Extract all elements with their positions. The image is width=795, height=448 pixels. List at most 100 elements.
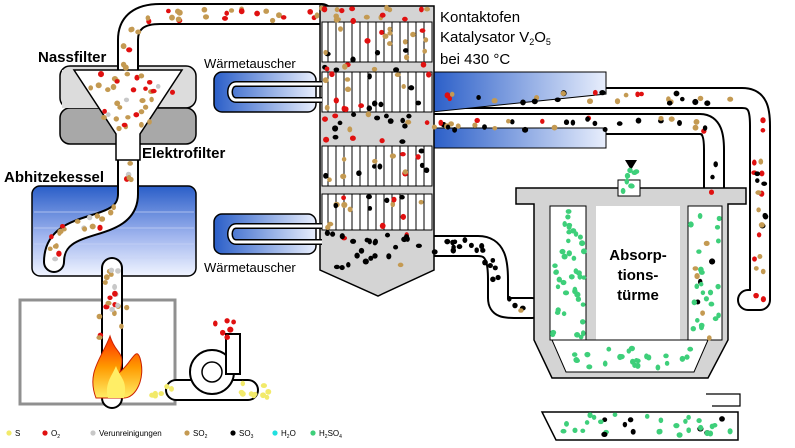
impurity-particle [52, 256, 59, 262]
h2so4-particle [566, 229, 572, 235]
h2so4-particle [587, 412, 593, 419]
so2-particle [365, 111, 372, 118]
so2-particle [623, 92, 629, 98]
so3-particle [592, 120, 598, 127]
so2-particle [139, 121, 144, 128]
so2-particle [518, 308, 524, 313]
so3-particle [362, 258, 369, 265]
o2-particle [126, 47, 133, 53]
absorption-line1: Absorp- [609, 247, 667, 264]
so3-particle [476, 95, 481, 100]
h2so4-particle [703, 296, 709, 302]
h2so4-particle [691, 299, 697, 306]
so2-particle [757, 253, 763, 260]
so3-particle [563, 119, 570, 126]
so3-particle [490, 257, 496, 263]
o2-particle [752, 159, 757, 166]
so2-particle [228, 8, 235, 13]
h2so4-particle [617, 353, 623, 361]
so3-particle [692, 98, 699, 106]
so3-particle [480, 247, 486, 253]
legend-swatch-0 [6, 430, 12, 436]
so3-particle [677, 120, 682, 126]
legend-label-1: O2 [51, 429, 60, 440]
h2so4-particle [696, 418, 702, 424]
o2-particle [332, 113, 339, 119]
so3-particle [332, 125, 339, 132]
so3-particle [399, 194, 405, 200]
so2-particle [175, 16, 182, 22]
o2-particle [402, 16, 408, 22]
so3-particle [601, 431, 608, 438]
so2-particle [105, 300, 112, 306]
h2so4-particle [626, 348, 632, 354]
o2-particle [121, 122, 128, 128]
legend-swatch-5 [272, 430, 278, 436]
so3-particle [377, 163, 383, 170]
o2-particle [540, 118, 545, 124]
o2-particle [400, 213, 407, 220]
so3-particle [337, 120, 343, 126]
impurity-particle [123, 97, 130, 103]
so3-particle [356, 170, 362, 177]
h2so4-particle [712, 423, 718, 428]
so3-particle [474, 247, 479, 254]
so2-particle [96, 335, 103, 340]
o2-particle [254, 10, 260, 17]
so2-particle [149, 96, 154, 103]
o2-particle [227, 326, 234, 333]
h2so4-particle [565, 209, 572, 214]
so2-particle [347, 206, 353, 213]
so3-particle [479, 242, 485, 250]
o2-particle [760, 117, 766, 124]
so3-particle [419, 162, 425, 169]
o2-particle [760, 296, 767, 303]
so3-particle [704, 100, 711, 106]
o2-particle [419, 28, 426, 33]
h2so4-particle [566, 238, 571, 244]
o2-particle [213, 320, 218, 327]
o2-particle [341, 195, 346, 201]
o2-particle [49, 234, 54, 240]
kontaktofen-line1: Kontaktofen [440, 9, 520, 26]
so3-particle [323, 172, 329, 179]
h2so4-particle [561, 311, 567, 317]
so3-particle [452, 127, 458, 133]
so2-particle [753, 266, 759, 271]
so3-particle [713, 161, 718, 168]
h2so4-particle [700, 290, 706, 296]
h2so4-particle [698, 266, 704, 273]
so2-particle [99, 216, 106, 222]
so3-particle [350, 238, 357, 244]
h2so4-particle [658, 417, 664, 424]
o2-particle [231, 319, 236, 325]
o2-particle [753, 292, 759, 299]
so2-particle [760, 268, 766, 275]
h2so4-particle [696, 249, 702, 254]
h2so4-particle [560, 428, 567, 434]
o2-particle [400, 151, 406, 157]
h2so4-particle [580, 428, 586, 434]
so2-particle [586, 98, 594, 105]
so2-particle [668, 116, 675, 122]
so2-particle [387, 26, 392, 32]
so3-particle [339, 265, 345, 271]
so3-particle [333, 202, 339, 209]
o2-particle [221, 15, 229, 21]
so3-particle [450, 239, 455, 246]
so3-particle [351, 112, 357, 117]
h2so4-particle [562, 220, 567, 228]
so2-particle [116, 125, 122, 132]
h2so4-particle [697, 212, 703, 220]
h2so4-particle [695, 318, 700, 323]
so3-particle [673, 90, 680, 97]
so3-particle [364, 237, 370, 243]
so3-particle [366, 194, 372, 200]
h2so4-particle [552, 263, 558, 269]
label-waermetauscher-top: Wärmetauscher [204, 56, 296, 71]
blower [189, 333, 241, 395]
so3-particle [423, 167, 430, 174]
h2so4-particle [707, 289, 714, 296]
